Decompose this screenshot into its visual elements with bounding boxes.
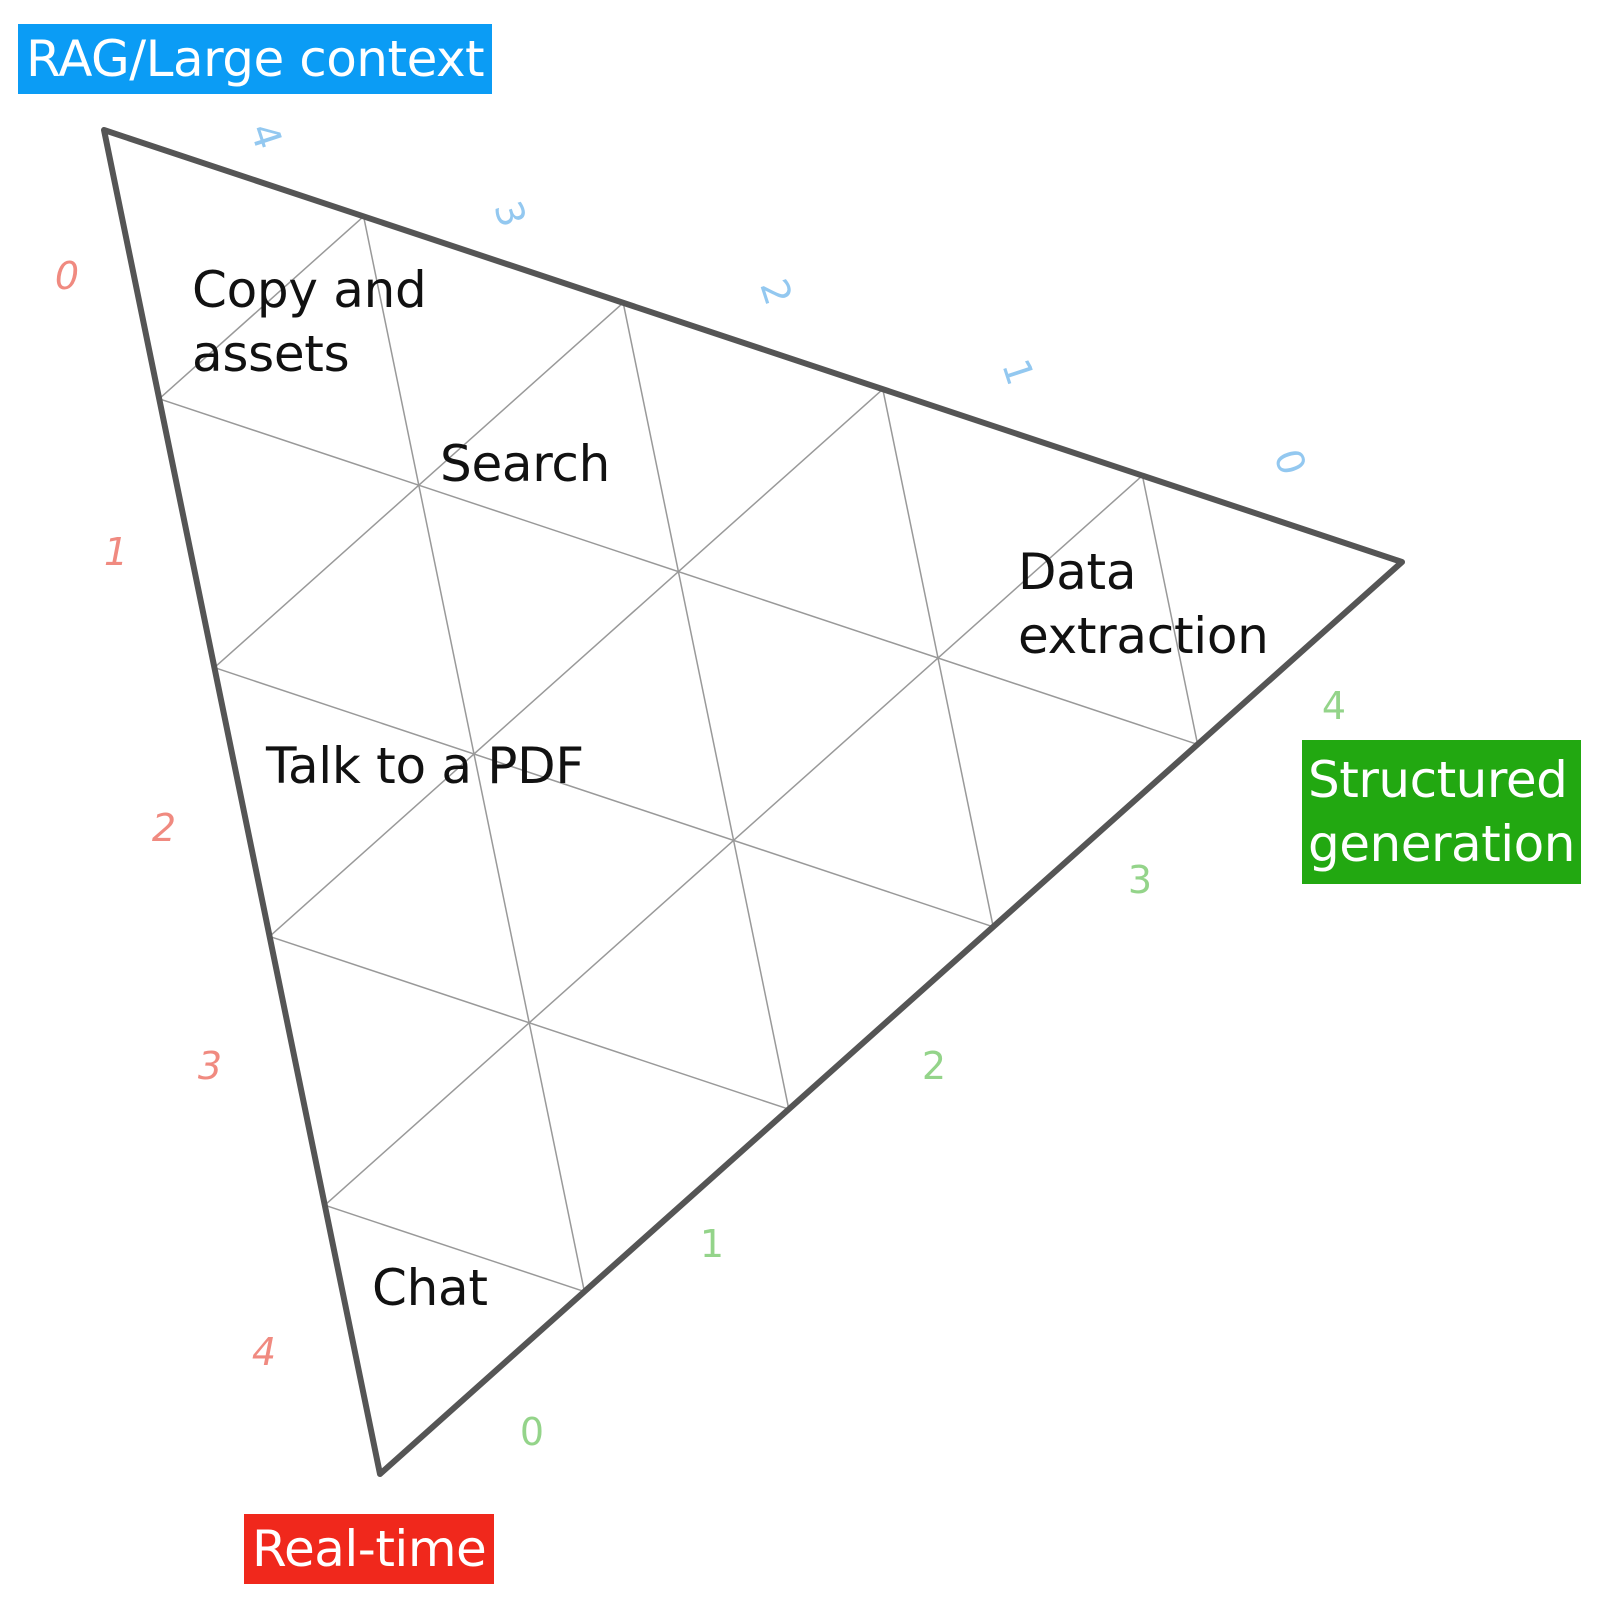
region-line-2: extraction	[1018, 607, 1269, 665]
triangle-grid	[158, 215, 1199, 1293]
tick-red: 1	[103, 530, 129, 574]
tick-red: 4	[251, 1330, 277, 1374]
region-talk-to-a-pdf: Talk to a PDF	[266, 737, 584, 795]
tick-green: 4	[1321, 684, 1347, 728]
region-line-1: Data	[1018, 543, 1137, 601]
tick-red: 0	[54, 254, 80, 298]
region-chat: Chat	[372, 1259, 488, 1317]
grid-line	[269, 388, 884, 937]
grid-line	[158, 215, 365, 400]
corner-label-rag-large-context: RAG/Large context	[18, 24, 493, 94]
corner-label-line-1: Structured	[1308, 751, 1568, 809]
tick-green: 3	[1127, 858, 1153, 902]
corner-label-structured-generation: Structured generation	[1302, 740, 1581, 884]
grid-line	[1141, 475, 1199, 745]
grid-line	[882, 389, 994, 927]
region-line-2: assets	[192, 325, 350, 383]
tick-green: 2	[921, 1044, 947, 1088]
region-copy-and-assets: Copy and assets	[192, 258, 427, 386]
region-data-extraction: Data extraction	[1018, 540, 1269, 668]
grid-line	[622, 302, 790, 1110]
tick-red: 2	[151, 806, 177, 850]
tick-green: 0	[519, 1410, 545, 1454]
region-line-1: Copy and	[192, 261, 427, 319]
region-search: Search	[440, 435, 610, 493]
grid-line	[324, 1204, 585, 1293]
corner-label-real-time: Real-time	[244, 1514, 495, 1584]
tick-red: 3	[197, 1044, 223, 1088]
corner-label-line-2: generation	[1308, 815, 1575, 873]
tick-green: 1	[699, 1222, 725, 1266]
grid-line	[214, 666, 994, 928]
triangle-outline	[101, 127, 1405, 1477]
grid-line	[213, 302, 624, 669]
grid-line	[269, 935, 790, 1110]
